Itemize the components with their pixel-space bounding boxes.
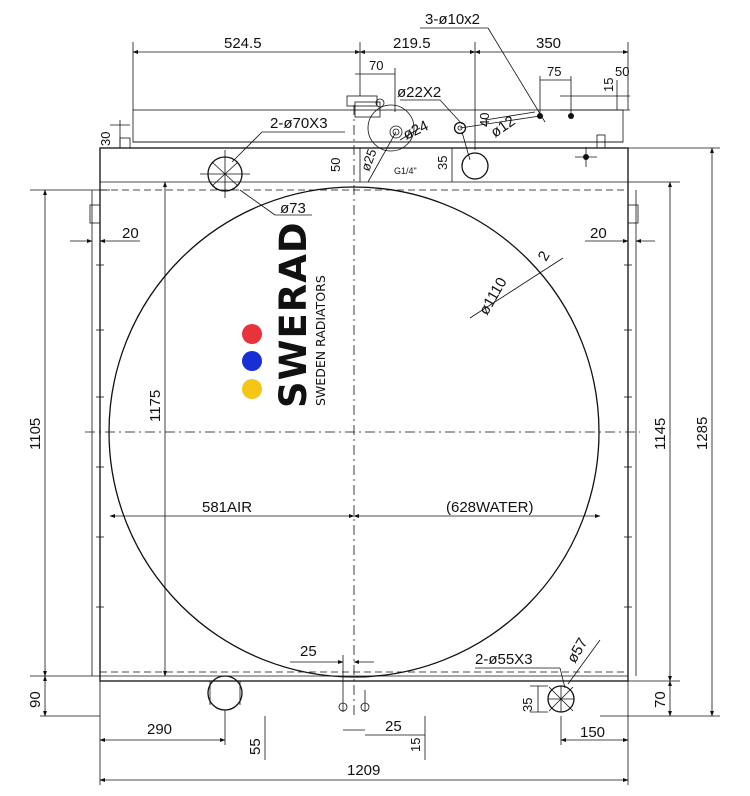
dim-30: 30: [98, 132, 113, 146]
dim-2: 2: [535, 248, 554, 264]
dim-70-right: 70: [652, 691, 669, 708]
dim-1209: 1209: [347, 762, 380, 779]
dim-d57: ø57: [564, 635, 592, 666]
dim-d22: ø22X2: [397, 84, 441, 101]
dim-70: 70: [369, 58, 383, 73]
dim-d12: ø12: [488, 113, 519, 142]
dim-thread: G1/4": [394, 166, 417, 176]
dim-15-bottom: 15: [408, 738, 423, 752]
dim-25-mid: 25: [300, 643, 317, 660]
dim-20-left: 20: [122, 225, 139, 242]
dimension-lines: [30, 27, 720, 785]
dim-90: 90: [27, 691, 44, 708]
dim-55: 55: [247, 738, 264, 755]
dimension-labels: 524.5 219.5 350 3-ø10x2 70 75 15 50 ø22X…: [27, 11, 711, 779]
dim-40: 40: [477, 113, 492, 127]
dim-219-5: 219.5: [393, 35, 431, 52]
dim-1105: 1105: [27, 418, 44, 450]
dim-350: 350: [536, 35, 561, 52]
dim-524-5: 524.5: [224, 35, 262, 52]
logo-dot-red: [242, 324, 262, 344]
dim-pipe-bottom: 2-ø55X3: [475, 651, 533, 668]
dim-air: 581AIR: [202, 499, 252, 516]
dim-150: 150: [580, 724, 605, 741]
dim-35-top: 35: [435, 156, 450, 170]
logo-dot-blue: [242, 351, 262, 371]
filler-neck: [367, 104, 415, 183]
dim-d24: ø24: [401, 117, 432, 143]
bottom-outlet-pipe-right: [547, 685, 575, 713]
side-ticks: [96, 264, 632, 608]
brand-tagline: SWEDEN RADIATORS: [313, 275, 328, 406]
dim-pipe-top: 2-ø70X3: [270, 115, 328, 132]
dim-d1110: ø1110: [476, 275, 511, 318]
logo-dot-yellow: [242, 379, 262, 399]
dim-25-bottom: 25: [385, 718, 402, 735]
dim-75: 75: [547, 64, 561, 79]
top-bolt-holes: [453, 113, 597, 167]
radiator-body: [89, 147, 639, 682]
dim-1175: 1175: [147, 390, 164, 422]
dim-bolt-holes: 3-ø10x2: [425, 11, 480, 28]
dim-d25: ø25: [358, 147, 380, 173]
dim-50-left: 50: [328, 158, 343, 172]
dim-d73: ø73: [280, 200, 306, 217]
top-tank: [119, 95, 624, 149]
top-outlet-pipe-right: [461, 152, 489, 180]
brand-name: SWERAD: [272, 221, 315, 408]
dim-15-top: 15: [601, 78, 616, 92]
dim-290: 290: [147, 721, 172, 738]
dim-water: (628WATER): [446, 499, 534, 516]
top-inlet-pipe: [200, 150, 250, 198]
dim-20-right: 20: [590, 225, 607, 242]
dim-50-top: 50: [615, 64, 629, 79]
dim-35-bottom: 35: [520, 698, 535, 712]
dim-1285: 1285: [694, 417, 711, 450]
dim-1145: 1145: [652, 418, 669, 450]
